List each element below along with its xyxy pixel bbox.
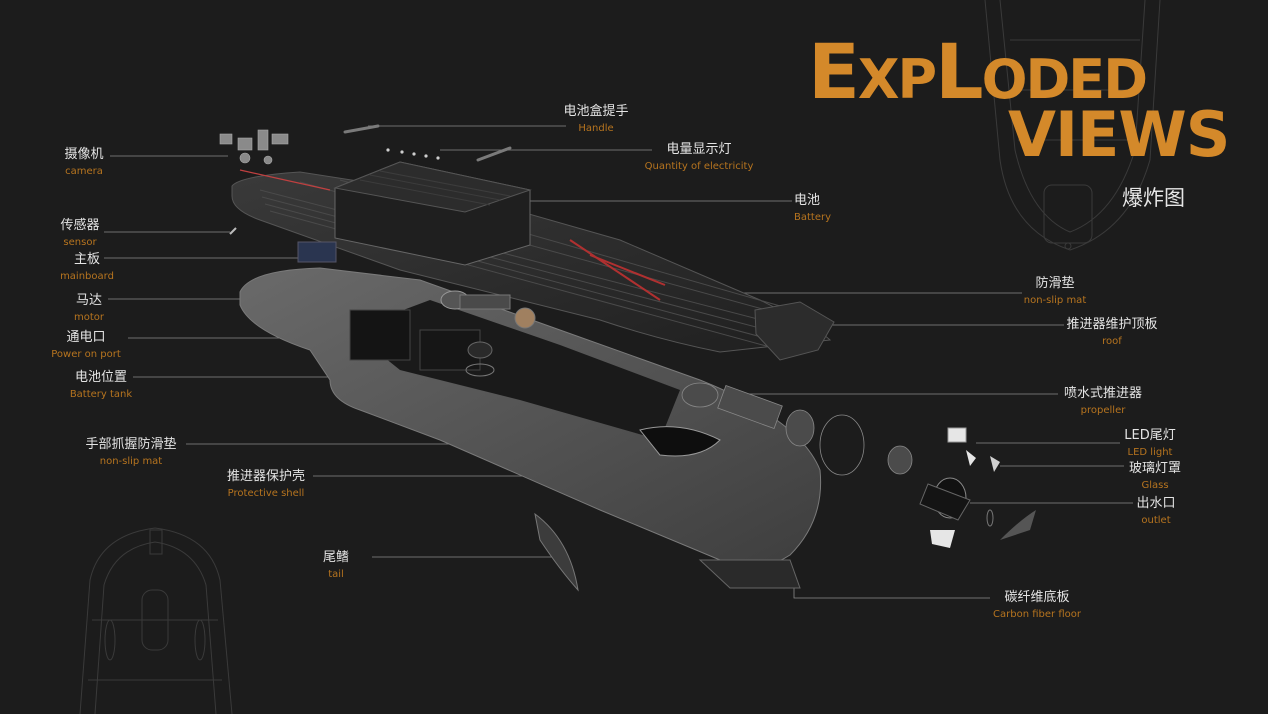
camera-wire	[239, 169, 331, 191]
title-subtitle: 爆炸图	[1122, 186, 1185, 210]
mainboard-part	[297, 241, 337, 263]
sensor-part	[229, 227, 237, 235]
wireframe-ghost-bottom-left	[79, 527, 233, 714]
roof-plate-part	[754, 301, 835, 361]
title-block: EXPLODED VIEWS 爆炸图	[808, 27, 1230, 214]
battery-box	[333, 124, 532, 266]
tail-parts	[919, 427, 1036, 548]
tail-fin	[534, 512, 579, 592]
title-line2: VIEWS	[1008, 98, 1230, 171]
carbon-floor-plate	[698, 559, 801, 589]
propeller-assembly	[681, 382, 913, 476]
motor-assembly	[440, 239, 666, 329]
camera-assembly	[219, 129, 289, 165]
title-line1: EXPLODED	[808, 27, 1148, 116]
wireframe-ghost-top-right	[984, 0, 1161, 251]
hull-shell	[239, 267, 822, 567]
